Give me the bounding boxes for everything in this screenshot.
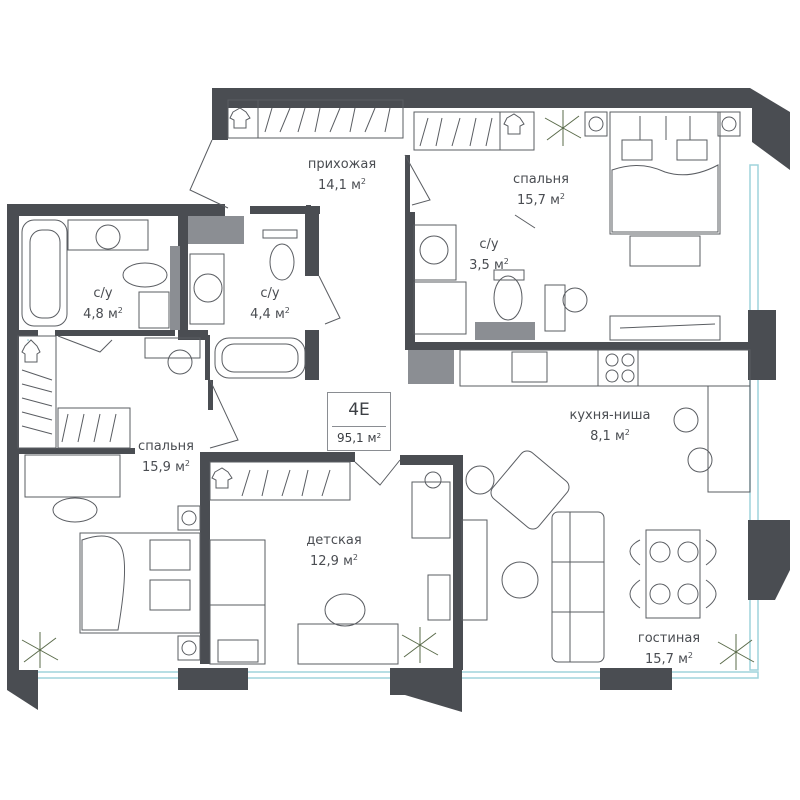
outer-walls (7, 88, 790, 712)
service-shafts (170, 216, 535, 384)
furniture-lines (17, 99, 751, 665)
inner-walls (15, 155, 750, 670)
apartment-total-area: 95,1 м2 (332, 426, 386, 445)
apartment-info-box: 4E 95,1 м2 (327, 392, 391, 451)
apartment-code: 4E (348, 400, 370, 420)
plant-icons (21, 110, 755, 670)
